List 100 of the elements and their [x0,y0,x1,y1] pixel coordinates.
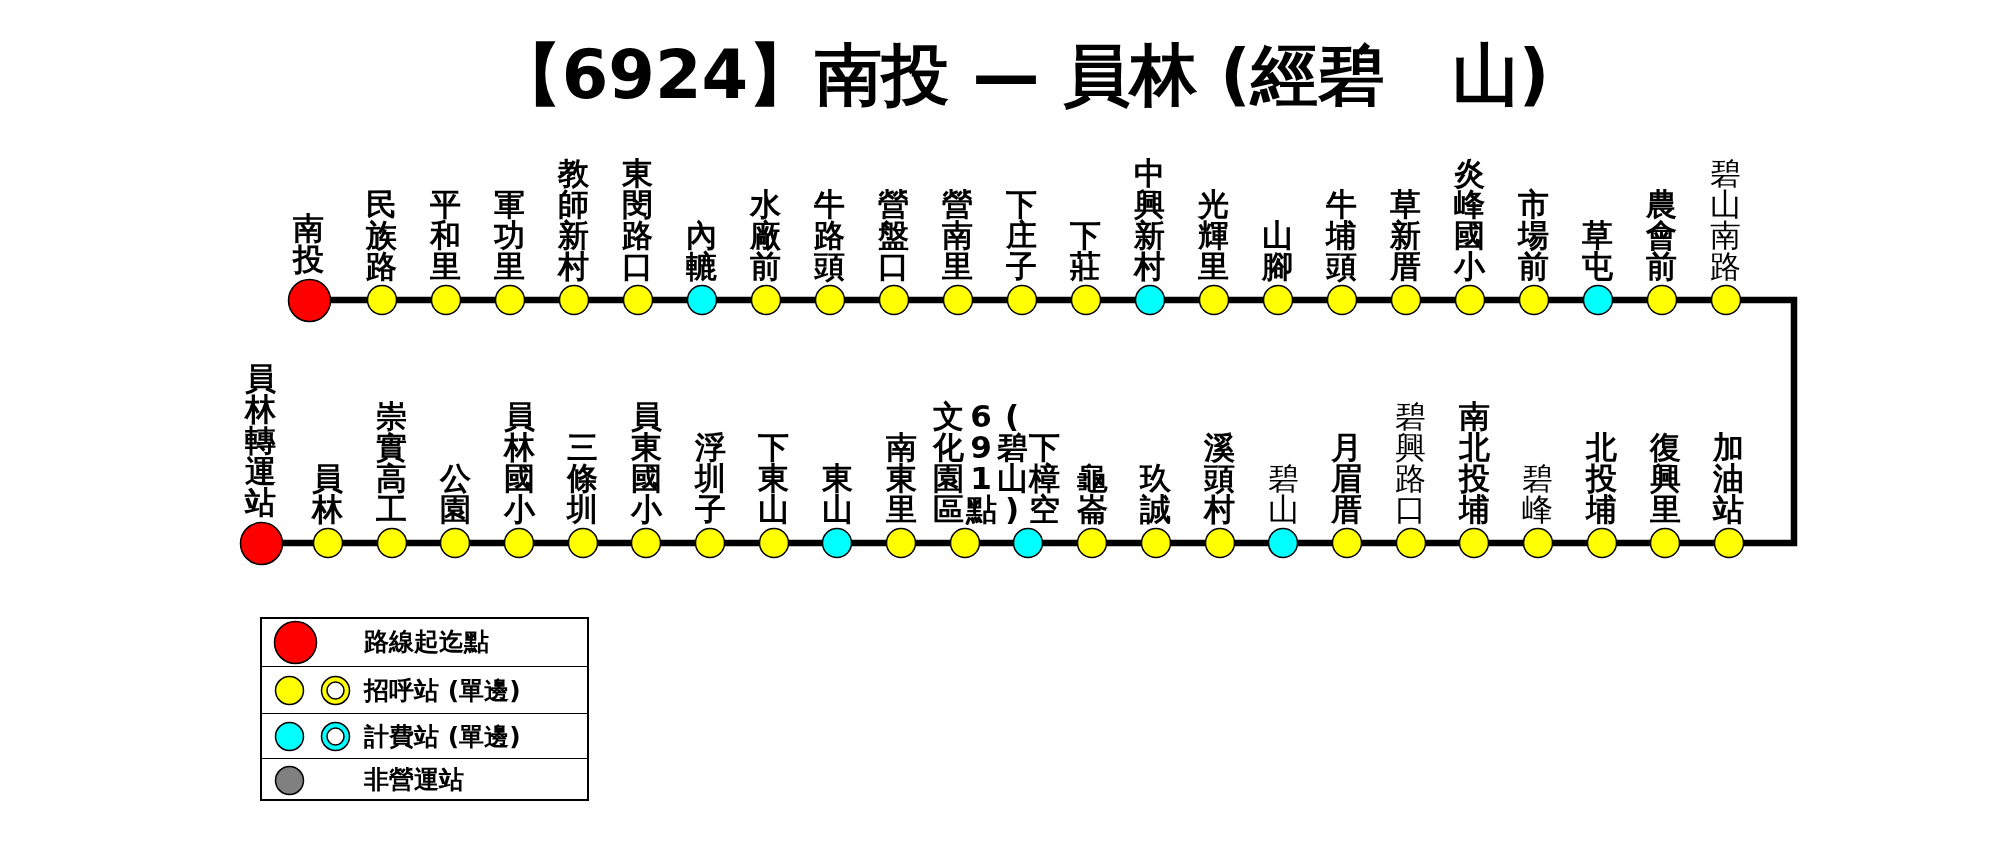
station-name: 炎峰國小 [1453,157,1487,282]
station-name: 下樟空(碧山) [996,400,1061,525]
station-name: 市場前 [1517,188,1551,282]
route-line [1679,539,1715,547]
station-marker [238,520,284,566]
route-line [1484,296,1520,304]
station-name: 光輝里 [1197,188,1231,282]
station-name: 復興里 [1649,431,1682,525]
legend-label: 非營運站 [364,765,464,795]
route-line [282,539,314,547]
station-marker [1390,284,1422,316]
route-line [660,539,696,547]
station-name: 南北投埔 [1457,400,1491,525]
station-name: 玖誠 [1139,462,1173,525]
route-line [342,539,378,547]
station-name: 加油站 [1712,431,1746,525]
station-name: 軍功里 [493,188,527,282]
route-line [330,296,368,304]
route-line [533,539,569,547]
route-line [469,539,505,547]
station-marker [558,284,590,316]
station-marker [439,527,472,559]
station-marker [1518,284,1550,316]
route-line [979,539,1014,547]
station-name: 員林轉運站 [244,363,278,518]
station-marker [286,277,332,323]
station-marker [1076,527,1109,559]
station-name: 碧峰 [1521,462,1555,525]
route-line [851,539,887,547]
route-line [1740,296,1798,547]
station-marker [1203,527,1236,559]
route-line [1488,539,1524,547]
station-name: 東山 [821,462,854,525]
title: 【6924】南投 — 員林 (經碧 山) [494,39,1550,113]
route-line [780,296,816,304]
route-line [1228,296,1264,304]
station-marker [750,284,782,316]
station-marker [1458,527,1491,559]
route-line [1548,296,1584,304]
station-marker [694,527,727,559]
station-name: 南東里 [884,431,918,525]
station-name: 碧山南路 [1709,157,1743,282]
station-name: 碧興路口 [1394,400,1427,525]
station-marker [1134,284,1166,316]
route-line [1676,296,1712,304]
station-name: 公園 [439,462,472,525]
station-marker [312,527,344,559]
station-name: 碧山 [1266,462,1300,525]
route-line [1106,539,1142,547]
station-name: 中興新村 [1133,157,1167,282]
station-name: 內轆 [685,219,719,282]
station-marker [942,284,974,316]
station-name: 南投 [292,213,326,275]
station-marker [1649,527,1682,559]
station-name: 營南里 [941,188,975,282]
station-name: 東閔路口 [621,157,655,282]
route-line [396,296,432,304]
route-line [908,296,944,304]
station-marker [948,527,981,559]
station-name: 民族路 [365,188,399,282]
station-marker [1326,284,1358,316]
station-marker [1712,527,1745,559]
station-marker [878,284,910,316]
legend-label: 招呼站 (單邊) [364,676,521,705]
station-name: 農會前 [1645,188,1679,282]
station-marker [814,284,846,316]
station-marker [885,527,918,559]
station-marker [366,284,398,316]
station-marker [1012,527,1045,559]
station-name: 營盤口 [877,188,911,282]
route-line [716,296,752,304]
route-line [1043,539,1078,547]
station-marker [503,527,536,559]
route-line [597,539,632,547]
route-line [972,296,1008,304]
route-line [1361,539,1397,547]
station-marker [757,527,790,559]
station-marker [1454,284,1486,316]
route-line [788,539,823,547]
station-marker [1646,284,1678,316]
station-name: 山腳 [1261,219,1295,282]
station-marker [1521,527,1554,559]
legend-label: 計費站 (單邊) [364,722,521,751]
station-marker [1262,284,1294,316]
route-line [524,296,560,304]
station-marker [1330,527,1363,559]
station-name: 月眉厝 [1330,431,1364,525]
station-name: 員東國小 [630,400,663,525]
route-line [1164,296,1200,304]
station-marker [1267,527,1300,559]
station-name: 浮圳子 [693,431,727,525]
station-marker [1006,284,1038,316]
station-marker [494,284,526,316]
station-name: 水廠前 [749,188,783,282]
station-marker [430,284,462,316]
station-marker [1139,527,1172,559]
route-line [1036,296,1072,304]
route-line [1616,539,1651,547]
station-name: 員林國小 [502,400,536,525]
station-name: 崇實高工 [375,400,408,525]
